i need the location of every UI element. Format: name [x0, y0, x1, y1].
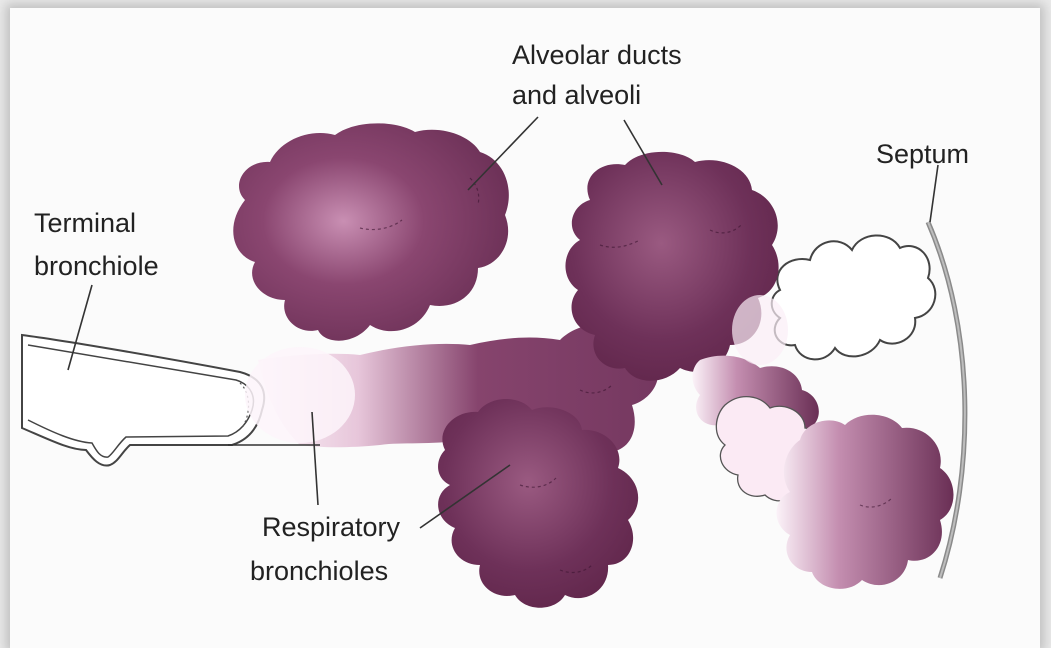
label-terminal-line1: Terminal: [34, 208, 136, 238]
label-respiratory-line1: Respiratory: [262, 512, 401, 542]
label-respiratory-line2: bronchioles: [250, 556, 388, 586]
terminal-bronchiole-shape: [22, 335, 264, 466]
label-septum: Septum: [876, 139, 969, 169]
label-terminal-line2: bronchiole: [34, 251, 159, 281]
unshaded-alveoli-shape: [772, 235, 936, 359]
leader-septum: [930, 165, 938, 222]
label-alveolar-line2: and alveoli: [512, 80, 641, 110]
label-alveolar-line1: Alveolar ducts: [512, 40, 682, 70]
